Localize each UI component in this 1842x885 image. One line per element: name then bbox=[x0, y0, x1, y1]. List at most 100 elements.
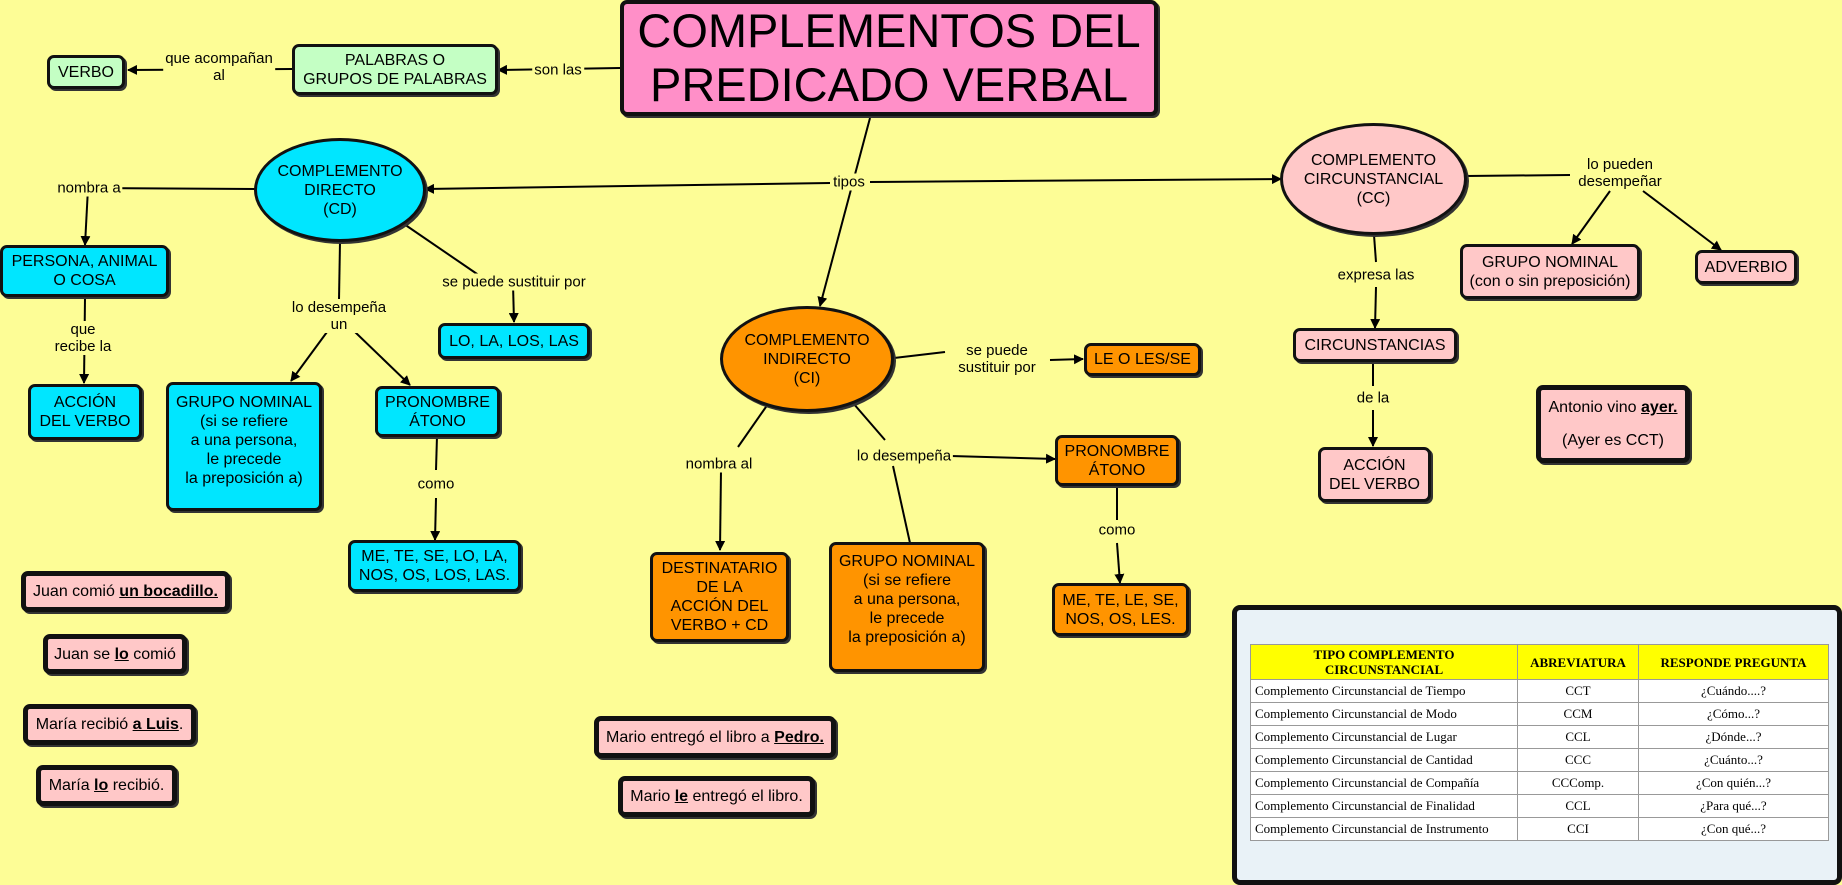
gn-ci-text-1: GRUPO NOMINAL bbox=[838, 553, 975, 570]
table-header-abreviatura: ABREVIATURA bbox=[1517, 644, 1639, 680]
example-1: Juan comió un bocadillo. bbox=[21, 571, 230, 612]
verbo-node: VERBO bbox=[47, 55, 125, 89]
ci-text-1: COMPLEMENTO bbox=[744, 331, 870, 349]
label-lo-pueden-1: lo pueden bbox=[1587, 156, 1653, 173]
table-cell: Complemento Circunstancial de Lugar bbox=[1250, 725, 1518, 749]
label-lo-desempena-un-2: un bbox=[330, 316, 348, 333]
example-7-text: Antonio vino bbox=[1548, 399, 1642, 416]
table-cell: CCC bbox=[1517, 748, 1639, 772]
destinatario-text-4: VERBO + CD bbox=[670, 617, 769, 634]
le-les-text: LE O LES/SE bbox=[1094, 351, 1191, 368]
me-te-cd-text-2: NOS, OS, LOS, LAS. bbox=[358, 567, 511, 584]
cd-text-2: DIRECTO bbox=[304, 181, 376, 199]
table-cell: Complemento Circunstancial de Finalidad bbox=[1250, 794, 1518, 818]
accion-cd-text-2: DEL VERBO bbox=[39, 413, 131, 430]
circunstancias-node: CIRCUNSTANCIAS bbox=[1293, 328, 1457, 362]
gn-ci-text-4: a una persona, bbox=[853, 591, 961, 608]
label-de-la: de la bbox=[1354, 389, 1392, 407]
label-lo-pueden-2: desempeñar bbox=[1578, 173, 1662, 190]
label-que-acompanan-1: que acompañan bbox=[165, 50, 273, 67]
example-6-text-end: entregó el libro. bbox=[688, 788, 803, 805]
label-que-acompanan: que acompañan al bbox=[163, 50, 275, 84]
label-que-recibe-2: recibe la bbox=[54, 338, 112, 355]
label-se-puede-ci-2: sustituir por bbox=[958, 359, 1036, 376]
title-box: COMPLEMENTOS DEL PREDICADO VERBAL bbox=[620, 0, 1158, 116]
example-5-highlight: Pedro. bbox=[774, 728, 824, 746]
label-nombra-al: nombra al bbox=[683, 455, 755, 473]
gn-ci-text-5: le precede bbox=[869, 610, 945, 627]
example-3: María recibió a Luis. bbox=[23, 704, 196, 745]
verbo-text: VERBO bbox=[57, 63, 114, 81]
example-2-text-end: comió bbox=[128, 645, 176, 663]
destinatario-text-2: DE LA bbox=[696, 579, 743, 596]
example-6-text: Mario bbox=[630, 788, 675, 805]
label-se-puede-sustituir: se puede sustituir por bbox=[440, 273, 588, 291]
table-header-pregunta: RESPONDE PREGUNTA bbox=[1638, 644, 1829, 680]
label-que-acompanan-2: al bbox=[213, 67, 225, 84]
table-cell: CCL bbox=[1517, 794, 1639, 818]
ci-text-2: INDIRECTO bbox=[763, 350, 851, 368]
example-3-text: María recibió bbox=[35, 716, 133, 733]
ci-node: COMPLEMENTO INDIRECTO (CI) bbox=[720, 306, 894, 412]
example-4-text: María bbox=[48, 777, 95, 794]
cd-text-3: (CD) bbox=[323, 200, 357, 218]
adverbio-text: ADVERBIO bbox=[1704, 258, 1788, 276]
lo-la-node: LO, LA, LOS, LAS bbox=[438, 323, 590, 359]
table-cell: Complemento Circunstancial de Compañía bbox=[1250, 771, 1518, 795]
pron-cd-text-2: ÁTONO bbox=[409, 412, 466, 430]
persona-text-1: PERSONA, ANIMAL bbox=[11, 253, 158, 270]
title-line-2: PREDICADO VERBAL bbox=[650, 58, 1128, 111]
cc-table: TIPO COMPLEMENTO CIRCUNSTANCIAL ABREVIAT… bbox=[1250, 644, 1829, 841]
gn-ci-text-3: (si se refiere bbox=[862, 572, 952, 589]
table-cell: Complemento Circunstancial de Cantidad bbox=[1250, 748, 1518, 772]
table-header-row: TIPO COMPLEMENTO CIRCUNSTANCIAL ABREVIAT… bbox=[1250, 644, 1829, 680]
label-que-recibe: que recibe la bbox=[52, 321, 114, 355]
example-5-text: Mario entregó el libro a bbox=[606, 728, 775, 746]
table-row: Complemento Circunstancial de Instrument… bbox=[1250, 817, 1829, 841]
label-lo-desempena-un: lo desempeña un bbox=[289, 299, 389, 333]
gn-ci-text-6: la preposición a) bbox=[848, 629, 966, 646]
example-3-text-end: . bbox=[178, 716, 184, 733]
pron-cd-node: PRONOMBRE ÁTONO bbox=[375, 386, 500, 437]
example-2-highlight: lo bbox=[114, 645, 129, 663]
me-te-ci-text-2: NOS, OS, LES. bbox=[1065, 610, 1176, 628]
gn-cd-node: GRUPO NOMINAL (si se refiere a una perso… bbox=[166, 382, 322, 511]
destinatario-text-1: DESTINATARIO bbox=[661, 560, 778, 577]
accion-cd-text-1: ACCIÓN bbox=[53, 394, 117, 411]
example-7-highlight: ayer. bbox=[1641, 399, 1678, 416]
example-6-highlight: le bbox=[674, 788, 689, 805]
table-cell: Complemento Circunstancial de Tiempo bbox=[1250, 679, 1518, 703]
table-cell: Complemento Circunstancial de Modo bbox=[1250, 702, 1518, 726]
example-2-text: Juan se bbox=[54, 645, 115, 663]
pron-ci-text-2: ÁTONO bbox=[1088, 461, 1146, 479]
table-cell: CCL bbox=[1517, 725, 1639, 749]
accion-cd-node: ACCIÓN DEL VERBO bbox=[28, 384, 142, 440]
example-4-highlight: lo bbox=[94, 777, 109, 794]
label-como-ci: como bbox=[1096, 521, 1138, 539]
table-cell: ¿Cuánto...? bbox=[1638, 748, 1829, 772]
example-1-highlight: un bocadillo. bbox=[119, 583, 218, 600]
ci-text-3: (CI) bbox=[793, 369, 821, 387]
label-se-puede-ci-1: se puede bbox=[966, 342, 1028, 359]
accion-cc-text-2: DEL VERBO bbox=[1329, 475, 1420, 493]
gn-cd-text-5: le precede bbox=[206, 451, 282, 468]
me-te-ci-node: ME, TE, LE, SE, NOS, OS, LES. bbox=[1052, 583, 1189, 636]
table-header-tipo: TIPO COMPLEMENTO CIRCUNSTANCIAL bbox=[1250, 644, 1518, 680]
table-cell: CCI bbox=[1517, 817, 1639, 841]
example-6: Mario le entregó el libro. bbox=[618, 776, 815, 817]
example-7-note: (Ayer es CCT) bbox=[1562, 432, 1664, 449]
example-2: Juan se lo comió bbox=[43, 634, 187, 674]
title-line-1: COMPLEMENTOS DEL bbox=[637, 4, 1141, 57]
gn-cc-text-1: GRUPO NOMINAL bbox=[1481, 253, 1618, 271]
example-4-text-end: recibió. bbox=[108, 777, 165, 794]
destinatario-text-3: ACCIÓN DEL bbox=[670, 598, 769, 615]
cd-node: COMPLEMENTO DIRECTO (CD) bbox=[254, 138, 426, 242]
pron-ci-node: PRONOMBRE ÁTONO bbox=[1055, 435, 1179, 486]
cc-text-2: CIRCUNSTANCIAL bbox=[1303, 170, 1444, 188]
example-1-text: Juan comió bbox=[33, 583, 120, 600]
table-cell: ¿Dónde...? bbox=[1638, 725, 1829, 749]
